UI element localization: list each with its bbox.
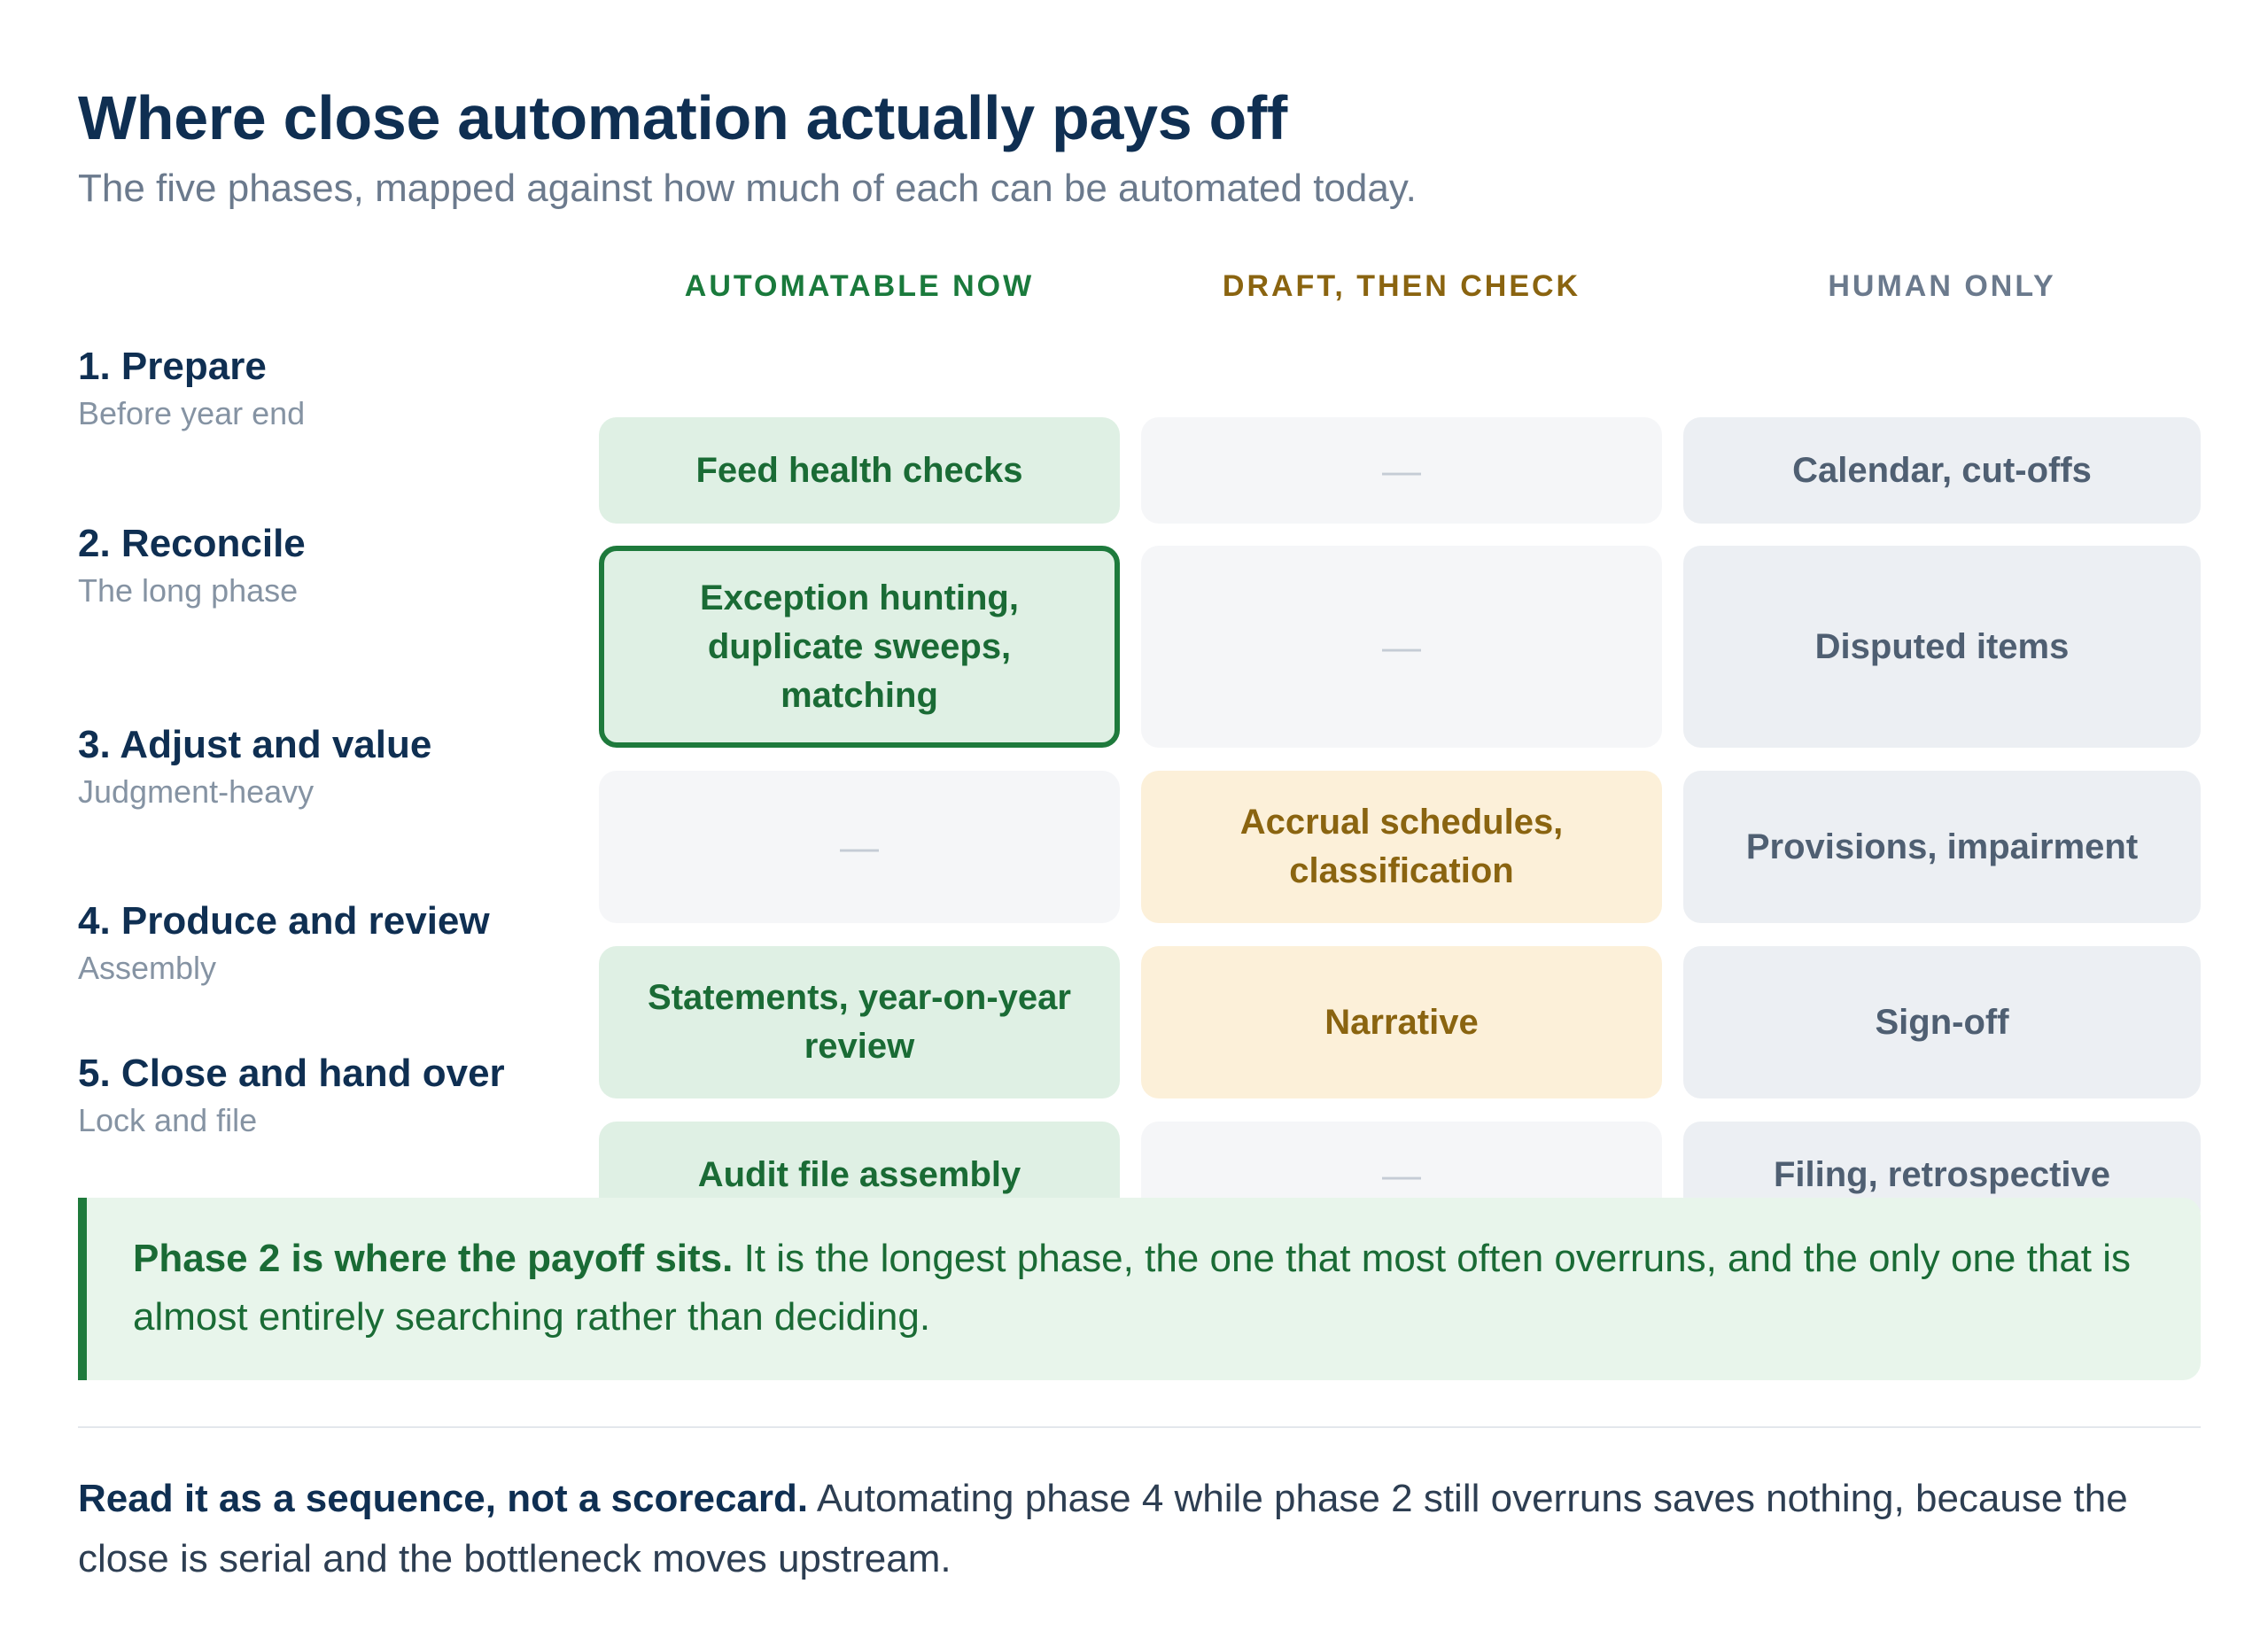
row-title: 4. Produce and review <box>78 899 490 943</box>
cell-reconcile-human: Disputed items <box>1683 546 2201 748</box>
page-title: Where close automation actually pays off <box>78 83 1287 152</box>
payoff-callout: Phase 2 is where the payoff sits. It is … <box>78 1198 2201 1380</box>
row-label-reconcile: 2. Reconcile The long phase <box>78 519 574 613</box>
callout-bold: Phase 2 is where the payoff sits. <box>133 1237 734 1280</box>
cell-produce-draft: Narrative <box>1141 946 1662 1098</box>
page: Where close automation actually pays off… <box>78 78 2201 1580</box>
row-title: 5. Close and hand over <box>78 1052 505 1095</box>
row-title: 3. Adjust and value <box>78 723 432 766</box>
row-title: 1. Prepare <box>78 345 267 388</box>
cell-adjust-draft: Accrual schedules, classification <box>1141 771 1662 923</box>
row-subtitle: Before year end <box>78 395 306 431</box>
callout-text: It is the longest phase, the one that mo… <box>133 1237 2132 1339</box>
page-subtitle: The five phases, mapped against how much… <box>78 167 1417 210</box>
column-header-automatable: AUTOMATABLE NOW <box>684 269 1035 303</box>
column-header-human: HUMAN ONLY <box>1828 269 2056 303</box>
row-label-produce: 4. Produce and review Assembly <box>78 897 574 990</box>
row-label-prepare: 1. Prepare Before year end <box>78 342 574 436</box>
row-subtitle: Lock and file <box>78 1102 258 1138</box>
cell-prepare-automatable: Feed health checks <box>599 417 1120 524</box>
cell-produce-automatable: Statements, year-on-year review <box>599 946 1120 1098</box>
cell-adjust-automatable: — <box>599 771 1120 923</box>
footnote: Read it as a sequence, not a scorecard. … <box>78 1469 2201 1589</box>
row-label-close: 5. Close and hand over Lock and file <box>78 1049 574 1143</box>
cell-prepare-draft: — <box>1141 417 1662 524</box>
divider <box>78 1426 2201 1428</box>
footnote-bold: Read it as a sequence, not a scorecard. <box>78 1477 809 1520</box>
cell-reconcile-automatable: Exception hunting, duplicate sweeps, mat… <box>599 546 1120 748</box>
row-label-adjust: 3. Adjust and value Judgment-heavy <box>78 720 574 814</box>
cell-reconcile-draft: — <box>1141 546 1662 748</box>
row-subtitle: Assembly <box>78 950 217 986</box>
cell-produce-human: Sign-off <box>1683 946 2201 1098</box>
footnote-text: Automating phase 4 while phase 2 still o… <box>78 1477 2128 1580</box>
cell-prepare-human: Calendar, cut-offs <box>1683 417 2201 524</box>
row-subtitle: Judgment-heavy <box>78 773 315 810</box>
row-subtitle: The long phase <box>78 572 299 609</box>
column-header-draft: DRAFT, THEN CHECK <box>1222 269 1581 303</box>
row-title: 2. Reconcile <box>78 522 306 565</box>
cell-adjust-human: Provisions, impairment <box>1683 771 2201 923</box>
